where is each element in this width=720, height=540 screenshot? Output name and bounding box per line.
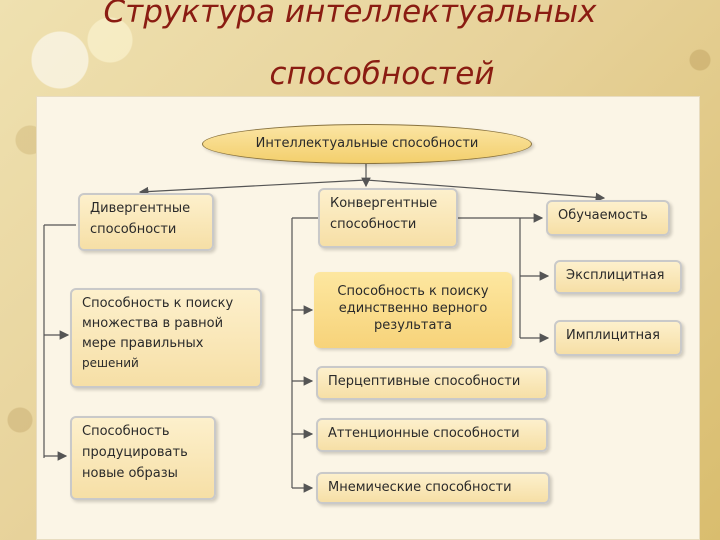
node-convergent-line-1: Конвергентные <box>330 196 438 211</box>
node-attention-abilities: Аттенционные способности <box>316 418 548 452</box>
node-perceptive-label: Перцептивные способности <box>328 374 521 389</box>
node-divergent-line-1: Дивергентные <box>90 201 191 216</box>
node-div-search-line-2: множества в равной <box>82 316 224 332</box>
node-divergent-search-many-solutions: Способность к поиску множества в равной … <box>70 288 262 388</box>
node-div-search-line-1: Способность к поиску <box>82 296 234 311</box>
node-implicit: Имплицитная <box>554 320 682 356</box>
node-implicit-label: Имплицитная <box>566 328 660 343</box>
slide-title-line-1: Структура интеллектуальных <box>103 0 597 30</box>
node-div-search-line-3: мере правильных <box>82 336 204 352</box>
node-div-search-line-4: решений <box>82 356 139 371</box>
node-explicit: Эксплицитная <box>554 260 682 294</box>
node-conv-search-line-3: результата <box>374 317 452 333</box>
node-conv-search-line-1: Способность к поиску <box>337 284 489 299</box>
node-divergent-abilities: Дивергентные способности <box>78 193 214 251</box>
root-node-intellectual-abilities: Интеллектуальные способности <box>202 124 532 164</box>
node-div-produce-line-1: Способность <box>82 424 170 439</box>
node-divergent-line-2: способности <box>90 221 177 237</box>
node-convergent-abilities: Конвергентные способности <box>318 188 458 248</box>
node-learnability: Обучаемость <box>546 200 670 236</box>
node-convergent-search-single-result: Способность к поиску единственно верного… <box>314 272 512 348</box>
node-perceptive-abilities: Перцептивные способности <box>316 366 548 400</box>
node-mnemonic-abilities: Мнемические способности <box>316 472 550 504</box>
node-divergent-produce-images: Способность продуцировать новые образы <box>70 416 216 500</box>
node-conv-search-line-2: единственно верного <box>338 300 488 316</box>
node-attention-label: Аттенционные способности <box>328 426 520 441</box>
node-div-produce-line-3: новые образы <box>82 465 178 481</box>
node-mnemonic-label: Мнемические способности <box>328 480 512 495</box>
node-learnability-label: Обучаемость <box>558 208 648 223</box>
node-convergent-line-2: способности <box>330 216 417 232</box>
slide-title-line-2: способностей <box>269 56 495 92</box>
node-div-produce-line-2: продуцировать <box>82 444 188 460</box>
node-explicit-label: Эксплицитная <box>566 268 665 283</box>
